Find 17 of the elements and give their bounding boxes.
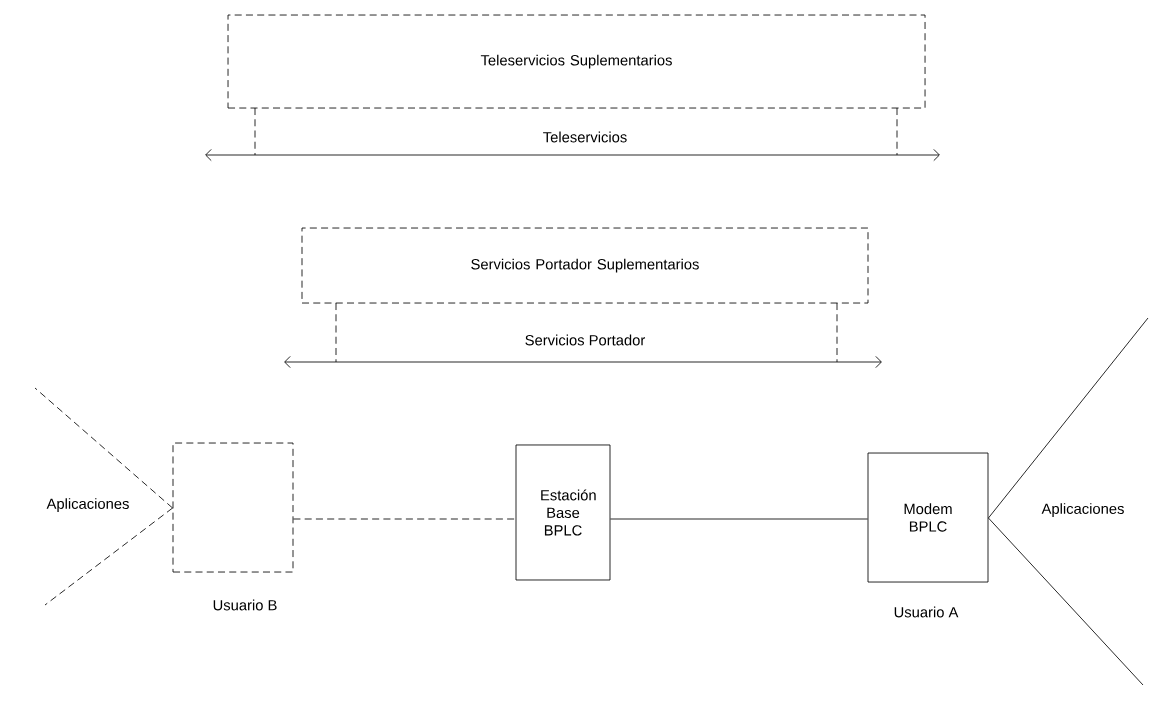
connector-line — [988, 517, 1144, 686]
process-box: Modem BPLC — [867, 452, 989, 583]
connector-line — [610, 518, 868, 520]
text-label: Aplicaciones — [1041, 503, 1124, 517]
dashed-box: Servicios Portador Suplementarios — [301, 227, 869, 304]
process-box: Estación Base BPLC — [515, 444, 611, 581]
text-label: Aplicaciones — [46, 498, 129, 512]
connector-line — [988, 317, 1149, 519]
text-label: Teleservicios — [543, 131, 627, 143]
connector-line — [293, 518, 516, 520]
node-caption: Usuario B — [213, 599, 277, 611]
dashed-box: Teleservicios Suplementarios — [227, 14, 926, 109]
text-label: Servicios Portador — [525, 334, 646, 346]
connector-line — [44, 507, 173, 606]
connector-line — [34, 387, 173, 509]
empty-box — [172, 442, 294, 573]
node-caption: Usuario A — [894, 606, 959, 618]
